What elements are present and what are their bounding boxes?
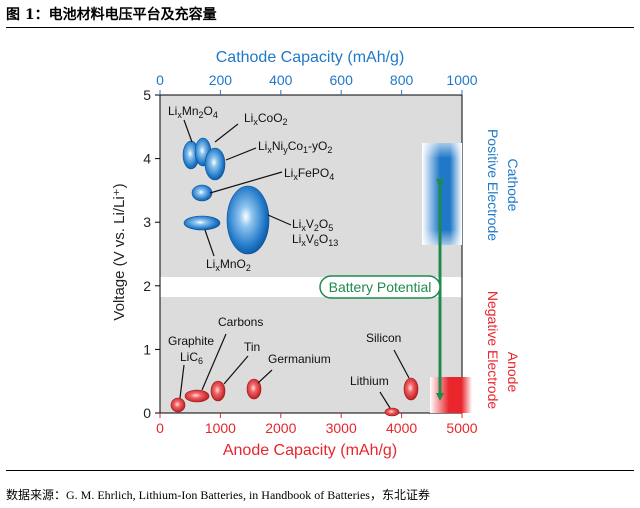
- anode-leader-line: [393, 349, 410, 379]
- anode-leader-line: [257, 369, 273, 384]
- bottom-x-tick-label: 2000: [265, 420, 296, 436]
- top-x-tick-label: 1000: [446, 72, 477, 88]
- top-x-tick-label: 800: [390, 72, 414, 88]
- battery-potential-label: Battery Potential: [329, 279, 432, 295]
- cathode-leader-line: [204, 229, 215, 257]
- top-x-tick-label: 200: [209, 72, 233, 88]
- y-tick-label: 0: [143, 405, 151, 421]
- bottom-x-tick-label: 4000: [386, 420, 417, 436]
- anode-material-label: LiC6: [180, 350, 203, 366]
- cathode-material-label: LixV2O5: [292, 217, 333, 233]
- top-axis-title: Cathode Capacity (mAh/g): [216, 49, 405, 66]
- cathode-material-label: LixV6O13: [292, 232, 338, 248]
- cathode-label: Cathode: [505, 159, 521, 212]
- bottom-rule: [6, 470, 634, 471]
- y-tick-label: 5: [143, 87, 151, 103]
- top-x-tick-label: 0: [156, 72, 164, 88]
- cathode-leader-line: [225, 147, 257, 161]
- cathode-material-mark: [204, 147, 226, 181]
- top-x-tick-label: 600: [330, 72, 354, 88]
- bottom-axis-title: Anode Capacity (mAh/g): [223, 442, 397, 459]
- anode-material-label: Graphite: [168, 334, 214, 348]
- plot-frame: [159, 94, 463, 414]
- battery-potential-box: [319, 275, 441, 299]
- bottom-x-tick-label: 5000: [446, 420, 477, 436]
- anode-material-label: Silicon: [366, 331, 401, 345]
- cathode-leader-line: [214, 123, 239, 143]
- cathode-band-fade: [422, 143, 462, 245]
- y-tick-label: 4: [143, 151, 151, 167]
- y-tick-label: 2: [143, 278, 151, 294]
- anode-label: Anode: [505, 352, 521, 393]
- anode-material-mark: [403, 377, 419, 401]
- anode-leader-line: [179, 364, 185, 399]
- anode-material-mark: [246, 378, 262, 400]
- anode-leader-line: [223, 355, 249, 385]
- y-tick-label: 1: [143, 341, 151, 357]
- anode-leader-line: [201, 333, 227, 391]
- source-note: 数据来源：G. M. Ehrlich, Lithium-Ion Batterie…: [6, 488, 430, 502]
- cathode-material-label: LixMnO2: [206, 257, 251, 273]
- cathode-material-mark: [183, 215, 221, 231]
- anode-leader-line: [379, 391, 391, 409]
- bottom-x-tick-label: 1000: [205, 420, 236, 436]
- cathode-material-label: LixNiyCo1-yO2: [258, 139, 332, 155]
- cathode-material-label: LixFePO4: [284, 166, 334, 182]
- anode-material-label: Tin: [244, 340, 260, 354]
- cathode-material-label: LixCoO2: [244, 111, 288, 127]
- bottom-x-tick-label: 0: [156, 420, 164, 436]
- cathode-material-mark: [226, 185, 270, 255]
- cathode-leader-line: [267, 214, 292, 226]
- y-tick-label: 3: [143, 214, 151, 230]
- top-rule: [6, 27, 634, 28]
- anode-material-mark: [384, 407, 400, 417]
- anode-material-mark: [210, 380, 226, 402]
- bottom-x-tick-label: 3000: [326, 420, 357, 436]
- anode-material-mark: [184, 389, 210, 403]
- anode-sublabel: Negative Electrode: [485, 291, 501, 410]
- anode-material-label: Carbons: [218, 315, 263, 329]
- anode-material-label: Germanium: [268, 352, 331, 366]
- anode-voltage-band: [430, 377, 472, 413]
- anode-material-label: Lithium: [350, 374, 389, 388]
- cathode-sublabel: Positive Electrode: [485, 129, 501, 241]
- cathode-leader-line: [183, 119, 193, 143]
- cathode-material-mark: [191, 184, 213, 202]
- top-x-tick-label: 400: [269, 72, 293, 88]
- cathode-leader-line: [209, 171, 283, 194]
- cathode-material-label: LixMn2O4: [168, 104, 218, 120]
- figure-title: 图 1：电池材料电压平台及充容量: [6, 7, 217, 23]
- anode-material-mark: [170, 397, 186, 413]
- y-axis-title: Voltage (V vs. Li/Li⁺): [111, 183, 128, 320]
